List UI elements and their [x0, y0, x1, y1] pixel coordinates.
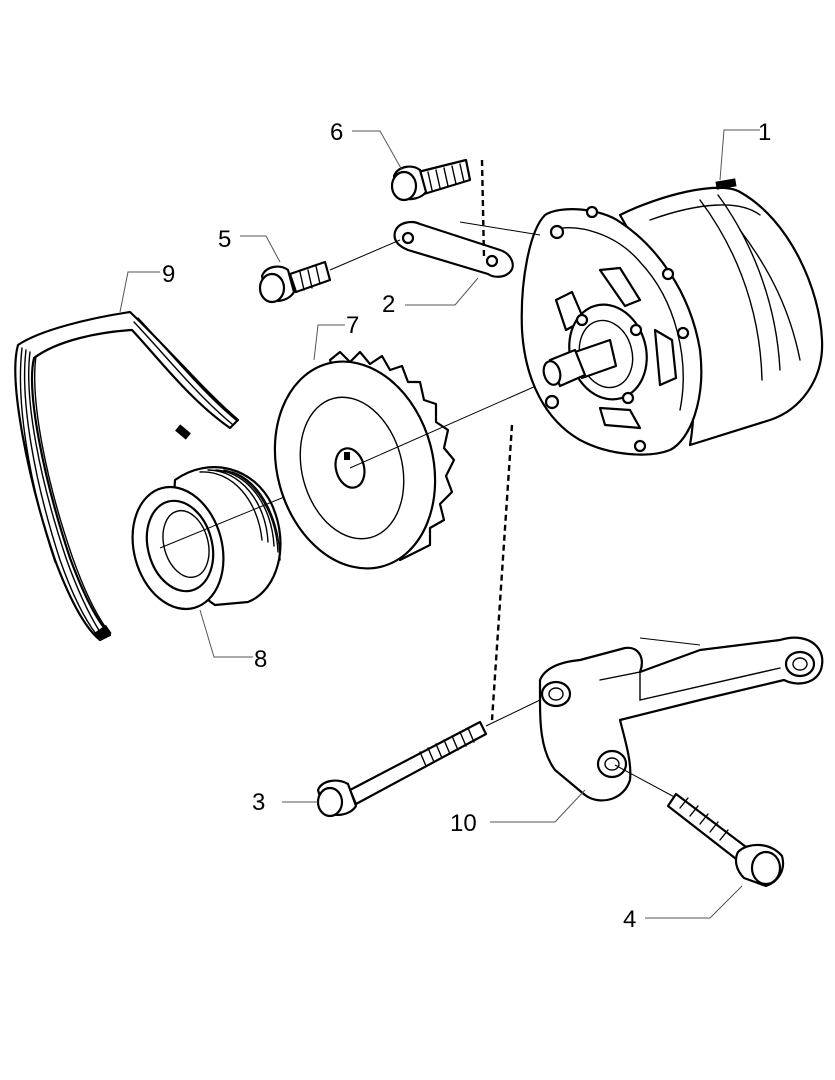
mounting-bracket	[538, 636, 824, 802]
strap-bolt-lower	[258, 239, 401, 304]
callout-5: 5	[218, 226, 231, 253]
long-bolt	[316, 424, 541, 818]
leader-lines	[119, 129, 760, 919]
callout-3: 3	[252, 789, 265, 816]
callout-6: 6	[330, 119, 343, 146]
callout-1: 1	[758, 119, 771, 146]
drive-pulley	[131, 466, 351, 611]
poly-v-belt	[14, 310, 240, 642]
bracket-bolt	[666, 792, 785, 888]
strap-bolt-upper	[390, 158, 472, 202]
alternator	[520, 178, 824, 456]
callout-2: 2	[382, 291, 395, 318]
callout-10: 10	[450, 810, 477, 837]
callout-7: 7	[346, 312, 359, 339]
callout-4: 4	[623, 906, 636, 933]
adjusting-strap	[393, 159, 541, 278]
callout-9: 9	[162, 261, 175, 288]
callout-labels: 1 2 3 4 5 6 7 8 9 10	[162, 119, 771, 933]
fan-pulley	[273, 350, 546, 570]
callout-8: 8	[254, 646, 267, 673]
